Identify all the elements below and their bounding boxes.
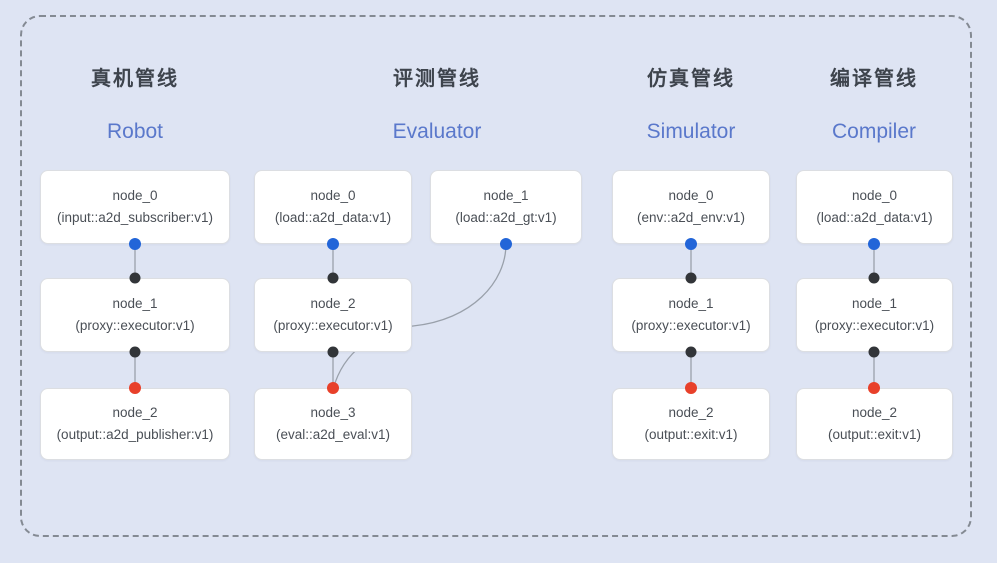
node-type: (load::a2d_data:v1) <box>816 210 933 225</box>
node-type: (proxy::executor:v1) <box>814 318 935 333</box>
pipeline-title-cn: 编译管线 <box>830 68 918 90</box>
node-name: node_2 <box>668 405 714 420</box>
node-type: (proxy::executor:v1) <box>75 318 195 333</box>
node-name: node_2 <box>112 405 158 420</box>
node-card-sim-0: node_0 (env::a2d_env:v1) <box>612 170 770 244</box>
node-type: (proxy::executor:v1) <box>631 318 751 333</box>
pipeline-title-cn: 评测管线 <box>393 68 481 90</box>
node-name: node_1 <box>851 296 898 311</box>
node-card-comp-2: node_2 (output::exit:v1) <box>796 388 953 460</box>
pipeline-title-en: Robot <box>106 120 164 143</box>
node-name: node_1 <box>483 188 529 203</box>
node-type: (proxy::executor:v1) <box>273 318 393 333</box>
node-type: (output::exit:v1) <box>827 427 922 442</box>
node-name: node_0 <box>851 188 898 203</box>
node-card-eval-3: node_3 (eval::a2d_eval:v1) <box>254 388 412 460</box>
node-name: node_0 <box>310 188 356 203</box>
node-card-eval-0: node_0 (load::a2d_data:v1) <box>254 170 412 244</box>
node-name: node_0 <box>668 188 714 203</box>
pipeline-title-en: Compiler <box>831 120 917 143</box>
node-card-sim-1: node_1 (proxy::executor:v1) <box>612 278 770 352</box>
node-card-comp-1: node_1 (proxy::executor:v1) <box>796 278 953 352</box>
pipeline-title-en: Evaluator <box>392 120 482 143</box>
pipeline-title-cn: 仿真管线 <box>647 68 735 90</box>
node-type: (output::a2d_publisher:v1) <box>56 427 214 442</box>
node-name: node_1 <box>668 296 714 311</box>
node-type: (env::a2d_env:v1) <box>636 210 746 225</box>
node-type: (output::exit:v1) <box>644 427 738 442</box>
node-card-robot-1: node_1 (proxy::executor:v1) <box>40 278 230 352</box>
node-type: (load::a2d_data:v1) <box>274 210 392 225</box>
node-type: (load::a2d_gt:v1) <box>455 210 557 225</box>
pipeline-title-cn: 真机管线 <box>91 68 179 90</box>
node-card-eval-2: node_2 (proxy::executor:v1) <box>254 278 412 352</box>
node-card-sim-2: node_2 (output::exit:v1) <box>612 388 770 460</box>
pipeline-title-en: Simulator <box>646 120 736 143</box>
node-card-robot-0: node_0 (input::a2d_subscriber:v1) <box>40 170 230 244</box>
node-card-comp-0: node_0 (load::a2d_data:v1) <box>796 170 953 244</box>
node-name: node_2 <box>310 296 356 311</box>
node-name: node_2 <box>851 405 898 420</box>
node-type: (input::a2d_subscriber:v1) <box>56 210 214 225</box>
node-card-eval-1: node_1 (load::a2d_gt:v1) <box>430 170 582 244</box>
node-name: node_1 <box>112 296 158 311</box>
dashed-frame <box>20 15 972 537</box>
node-card-robot-2: node_2 (output::a2d_publisher:v1) <box>40 388 230 460</box>
node-name: node_0 <box>112 188 158 203</box>
node-name: node_3 <box>310 405 356 420</box>
node-type: (eval::a2d_eval:v1) <box>275 427 391 442</box>
